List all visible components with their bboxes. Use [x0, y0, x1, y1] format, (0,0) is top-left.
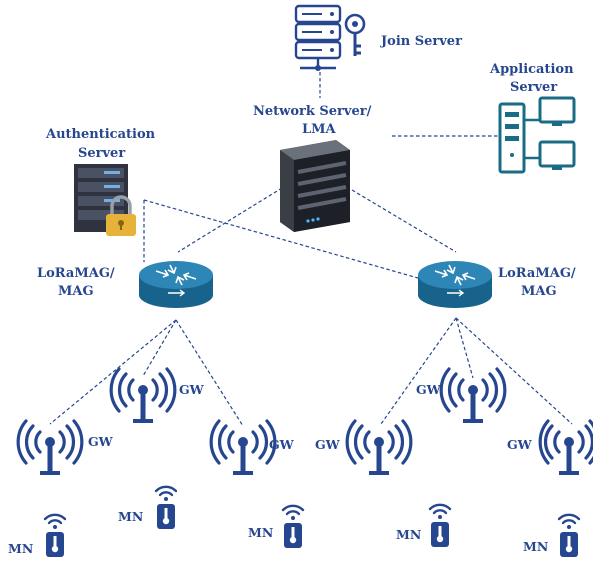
- link-auth-mag-right: [143, 199, 419, 279]
- mn-label: MN: [396, 527, 421, 542]
- antenna-icon: [209, 419, 277, 475]
- gw-label: GW: [179, 382, 205, 397]
- mag-right-label-2: MAG: [521, 284, 557, 299]
- gw-label: GW: [315, 437, 341, 452]
- mag-left-label-1: LoRaMAG/: [37, 266, 115, 281]
- sensor-device-icon: [43, 513, 67, 557]
- antenna-icon: [345, 419, 413, 475]
- gw-label: GW: [507, 437, 533, 452]
- link-network-mag-right: [351, 189, 457, 253]
- link-mag-left-gw1: [49, 319, 177, 425]
- link-mag-right-gw4: [380, 317, 457, 425]
- antenna-icon: [109, 367, 177, 423]
- router-icon: [418, 261, 492, 308]
- authentication-server-label: Server: [78, 146, 125, 161]
- application-server-label: Server: [510, 80, 557, 95]
- gw-label: GW: [88, 434, 114, 449]
- mag-right-label-1: LoRaMAG/: [498, 266, 576, 281]
- sensor-device-icon: [281, 504, 305, 548]
- mag-left-label-2: MAG: [58, 284, 94, 299]
- sensor-device-icon: [428, 503, 452, 547]
- network-server-label: Network Server/: [253, 104, 372, 119]
- application-label: Application: [489, 62, 574, 77]
- link-mag-right-gw5: [455, 317, 474, 379]
- router-icon: [139, 261, 213, 308]
- sensor-device-icon: [557, 513, 581, 557]
- gw-label: GW: [269, 437, 295, 452]
- gw-label: GW: [416, 382, 442, 397]
- authentication-label: Authentication: [45, 127, 156, 142]
- mn-label: MN: [8, 541, 33, 556]
- connection-links: [49, 72, 573, 427]
- antenna-icon: [439, 367, 507, 423]
- link-mag-left-gw3: [175, 319, 244, 427]
- lma-label: LMA: [302, 122, 337, 137]
- link-network-mag-left: [177, 187, 283, 253]
- mn-label: MN: [118, 509, 143, 524]
- link-mag-left-gw2: [142, 319, 177, 377]
- computer-network-icon: [498, 96, 576, 174]
- mn-label: MN: [248, 525, 273, 540]
- antenna-icon: [538, 419, 593, 475]
- database-key-icon: [294, 4, 366, 71]
- join-server-label: Join Server: [380, 34, 462, 49]
- sensor-device-icon: [154, 485, 178, 529]
- antenna-icon: [16, 419, 84, 475]
- link-mag-right-gw6: [455, 317, 573, 425]
- mn-label: MN: [523, 539, 548, 554]
- server-lock-icon: [74, 164, 136, 236]
- server-tower-icon: [280, 140, 350, 232]
